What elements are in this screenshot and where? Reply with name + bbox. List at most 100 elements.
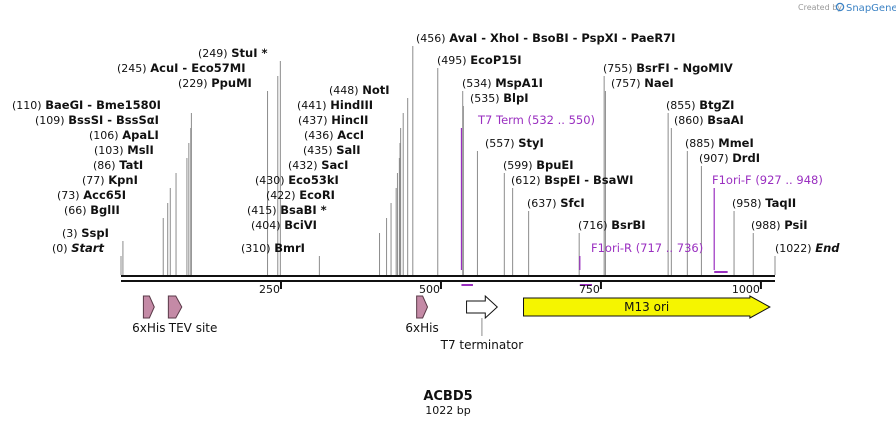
site-name: SspI [81,226,109,240]
site-eco53ki[interactable]: (430) Eco53kI [255,173,339,187]
site-position: (495) [437,54,467,67]
feature-m13-ori[interactable]: M13 ori [523,295,771,319]
site-ecop15i[interactable]: (495) EcoP15I [437,53,522,67]
site-baegi[interactable]: (110) BaeGI - Bme1580I [12,98,161,112]
site-acui[interactable]: (245) AcuI - Eco57MI [117,61,246,75]
site-bsrfi[interactable]: (755) BsrFI - NgoMIV [603,61,733,75]
site-blpi[interactable]: (535) BlpI [470,91,528,105]
primer-f1ori-f[interactable]: F1ori-F (927 .. 948) [712,173,823,273]
site-bspei[interactable]: (612) BspEI - BsaWI [511,173,633,187]
site-position: (448) [329,84,359,97]
feature-arrow [416,295,429,319]
site-label: (77) KpnI [82,173,138,187]
primer-t7-term[interactable]: T7 Term (532 .. 550) [460,113,595,286]
site-position: (612) [511,174,541,187]
site-saci[interactable]: (432) SacI [288,158,348,172]
site-apali[interactable]: (106) ApaLI [89,128,159,142]
tick-label: 500 [419,283,440,296]
site-naei[interactable]: (757) NaeI [611,76,674,90]
site-label: (430) Eco53kI [255,173,339,187]
site-position: (436) [304,129,334,142]
site-position: (755) [603,62,633,75]
site-stui[interactable]: (249) StuI * [198,46,268,60]
site-label: (435) SalI [303,143,361,157]
site-bmri[interactable]: (310) BmrI [241,241,305,255]
site-name: BsaBI * [280,203,326,217]
site-acci[interactable]: (436) AccI [304,128,364,142]
site-ppumi[interactable]: (229) PpuMI [178,76,252,90]
site-name: EcoRI [299,188,335,202]
site-position: (716) [578,219,608,232]
site-end[interactable]: (1022) End [775,241,840,255]
site-label: (860) BsaAI [674,113,744,127]
site-label: (448) NotI [329,83,390,97]
site-position: (415) [247,204,277,217]
site-sali[interactable]: (435) SalI [303,143,361,157]
site-name: DrdI [732,151,760,165]
feature-6xhis-2[interactable]: 6xHis [405,295,439,335]
site-ecori[interactable]: (422) EcoRI [266,188,335,202]
site-noti[interactable]: (448) NotI [329,83,390,97]
feature-tev-site[interactable]: TEV site [168,295,218,335]
site-label: (415) BsaBI * [247,203,327,217]
primer-f1ori-r[interactable]: F1ori-R (717 .. 736) [579,241,704,286]
feature-label: TEV site [168,321,218,335]
site-kpni[interactable]: (77) KpnI [82,173,138,187]
primer-name: T7 Term [477,113,524,127]
feature-arrow [466,294,499,320]
site-name: HincII [331,113,368,127]
site-btgzi[interactable]: (855) BtgZI [666,98,734,112]
site-position: (855) [666,99,696,112]
site-psii[interactable]: (988) PsiI [751,218,808,232]
site-hindiii[interactable]: (441) HindIII [297,98,373,112]
site-mspa1i[interactable]: (534) MspA1I [462,76,543,90]
site-bsssi[interactable]: (109) BssSI - BssSαI [35,113,159,127]
site-label: (958) TaqII [732,196,796,210]
site-position: (3) [62,227,78,240]
site-acc65i[interactable]: (73) Acc65I [57,188,126,202]
site-hincii[interactable]: (437) HincII [298,113,368,127]
site-taqii[interactable]: (958) TaqII [732,196,796,210]
site-name: BciVI [284,218,317,232]
site-position: (422) [266,189,296,202]
site-mmei[interactable]: (885) MmeI [685,136,754,150]
site-name: MspA1I [495,76,543,90]
snapgene-brand: Created by SnapGene [798,2,896,14]
site-name: BtgZI [699,98,734,112]
site-bsabi[interactable]: (415) BsaBI * [247,203,327,217]
site-tati[interactable]: (86) TatI [93,158,143,172]
feature-arrow [523,295,771,319]
site-name: BmrI [274,241,305,255]
site-sspi[interactable]: (3) SspI [62,226,109,240]
site-label: (557) StyI [485,136,544,150]
site-bsaai[interactable]: (860) BsaAI [674,113,744,127]
feature-label: 6xHis [132,321,165,335]
feature-6xhis-1[interactable]: 6xHis [132,295,166,335]
site-position: (109) [35,114,65,127]
site-position: (106) [89,129,119,142]
site-bpuei[interactable]: (599) BpuEI [503,158,574,172]
site-sfci[interactable]: (637) SfcI [527,196,585,210]
site-position: (249) [198,47,228,60]
site-name: Acc65I [83,188,126,202]
feature-t7-terminator[interactable]: T7 terminator [440,294,524,352]
site-styi[interactable]: (557) StyI [485,136,544,150]
primer-label: F1ori-F (927 .. 948) [712,173,823,187]
site-start[interactable]: (0) Start [52,241,104,255]
site-drdi[interactable]: (907) DrdI [699,151,760,165]
site-avai[interactable]: (456) AvaI - XhoI - BsoBI - PspXI - PaeR… [416,31,675,45]
site-label: (106) ApaLI [89,128,159,142]
primer-range: (717 .. 736) [636,241,704,255]
site-bsrbi[interactable]: (716) BsrBI [578,218,646,232]
site-label: (109) BssSI - BssSαI [35,113,159,127]
site-name: BsrFI - NgoMIV [636,61,733,75]
tick-label: 1000 [732,283,760,296]
site-name: PpuMI [211,76,252,90]
site-bcivi[interactable]: (404) BciVI [251,218,317,232]
site-label: (907) DrdI [699,151,760,165]
site-msli[interactable]: (103) MslI [94,143,154,157]
brand-name: SnapGene [846,3,896,14]
site-bglii[interactable]: (66) BglII [64,203,120,217]
site-label: (885) MmeI [685,136,754,150]
site-label: (535) BlpI [470,91,528,105]
